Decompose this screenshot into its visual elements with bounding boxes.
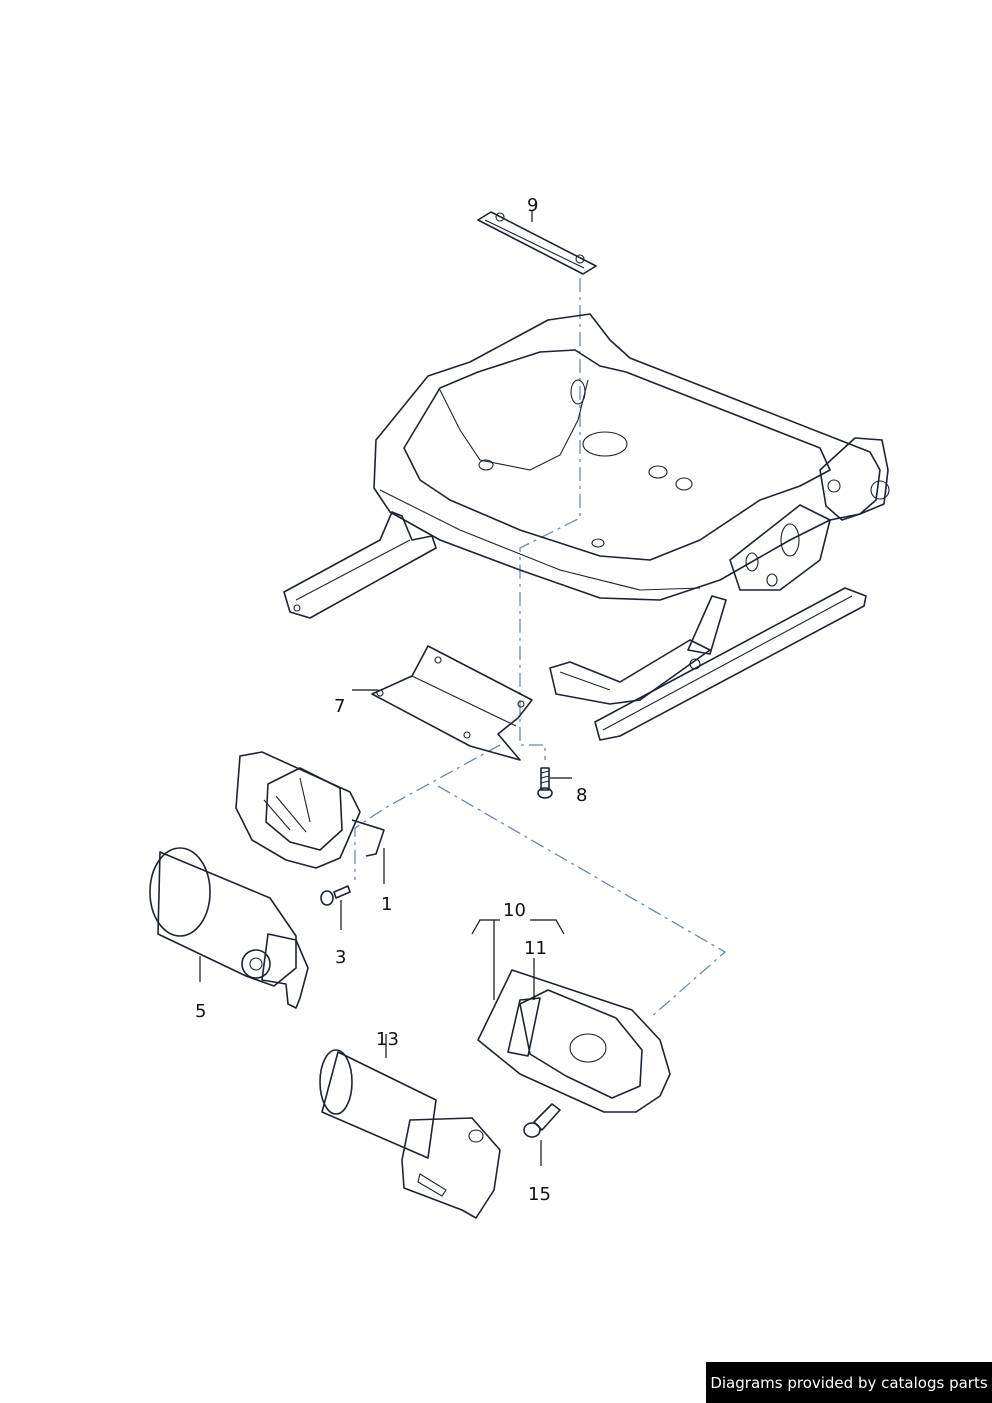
callout-8: 8 (576, 785, 587, 806)
callout-10: 10 (503, 900, 526, 921)
part-13-generator-tube (319, 1049, 501, 1219)
callout-11: 11 (524, 938, 547, 959)
part-3-screw (320, 885, 351, 906)
assembly-lines (354, 278, 727, 1019)
seat-frame (283, 313, 890, 741)
part-1-wire-holder (235, 751, 385, 869)
callout-13: 13 (376, 1029, 399, 1050)
leader-lines (199, 210, 572, 1166)
callout-15: 15 (528, 1184, 551, 1205)
callout-1: 1 (381, 894, 392, 915)
part-9-rail-strip (477, 211, 597, 275)
callout-5: 5 (195, 1001, 206, 1022)
part-10-housing (477, 969, 671, 1113)
part-7-bracket-plate (371, 645, 533, 761)
callout-labels: 9 7 8 1 3 5 10 11 13 15 (195, 195, 587, 1205)
callout-9: 9 (527, 195, 538, 216)
part-15-bolt (523, 1103, 561, 1138)
callout-3: 3 (335, 947, 346, 968)
credit-banner: Diagrams provided by catalogs parts (706, 1362, 992, 1403)
part-8-bolt (537, 767, 553, 799)
callout-7: 7 (334, 696, 345, 717)
part-5-gas-cylinder (149, 847, 309, 1009)
